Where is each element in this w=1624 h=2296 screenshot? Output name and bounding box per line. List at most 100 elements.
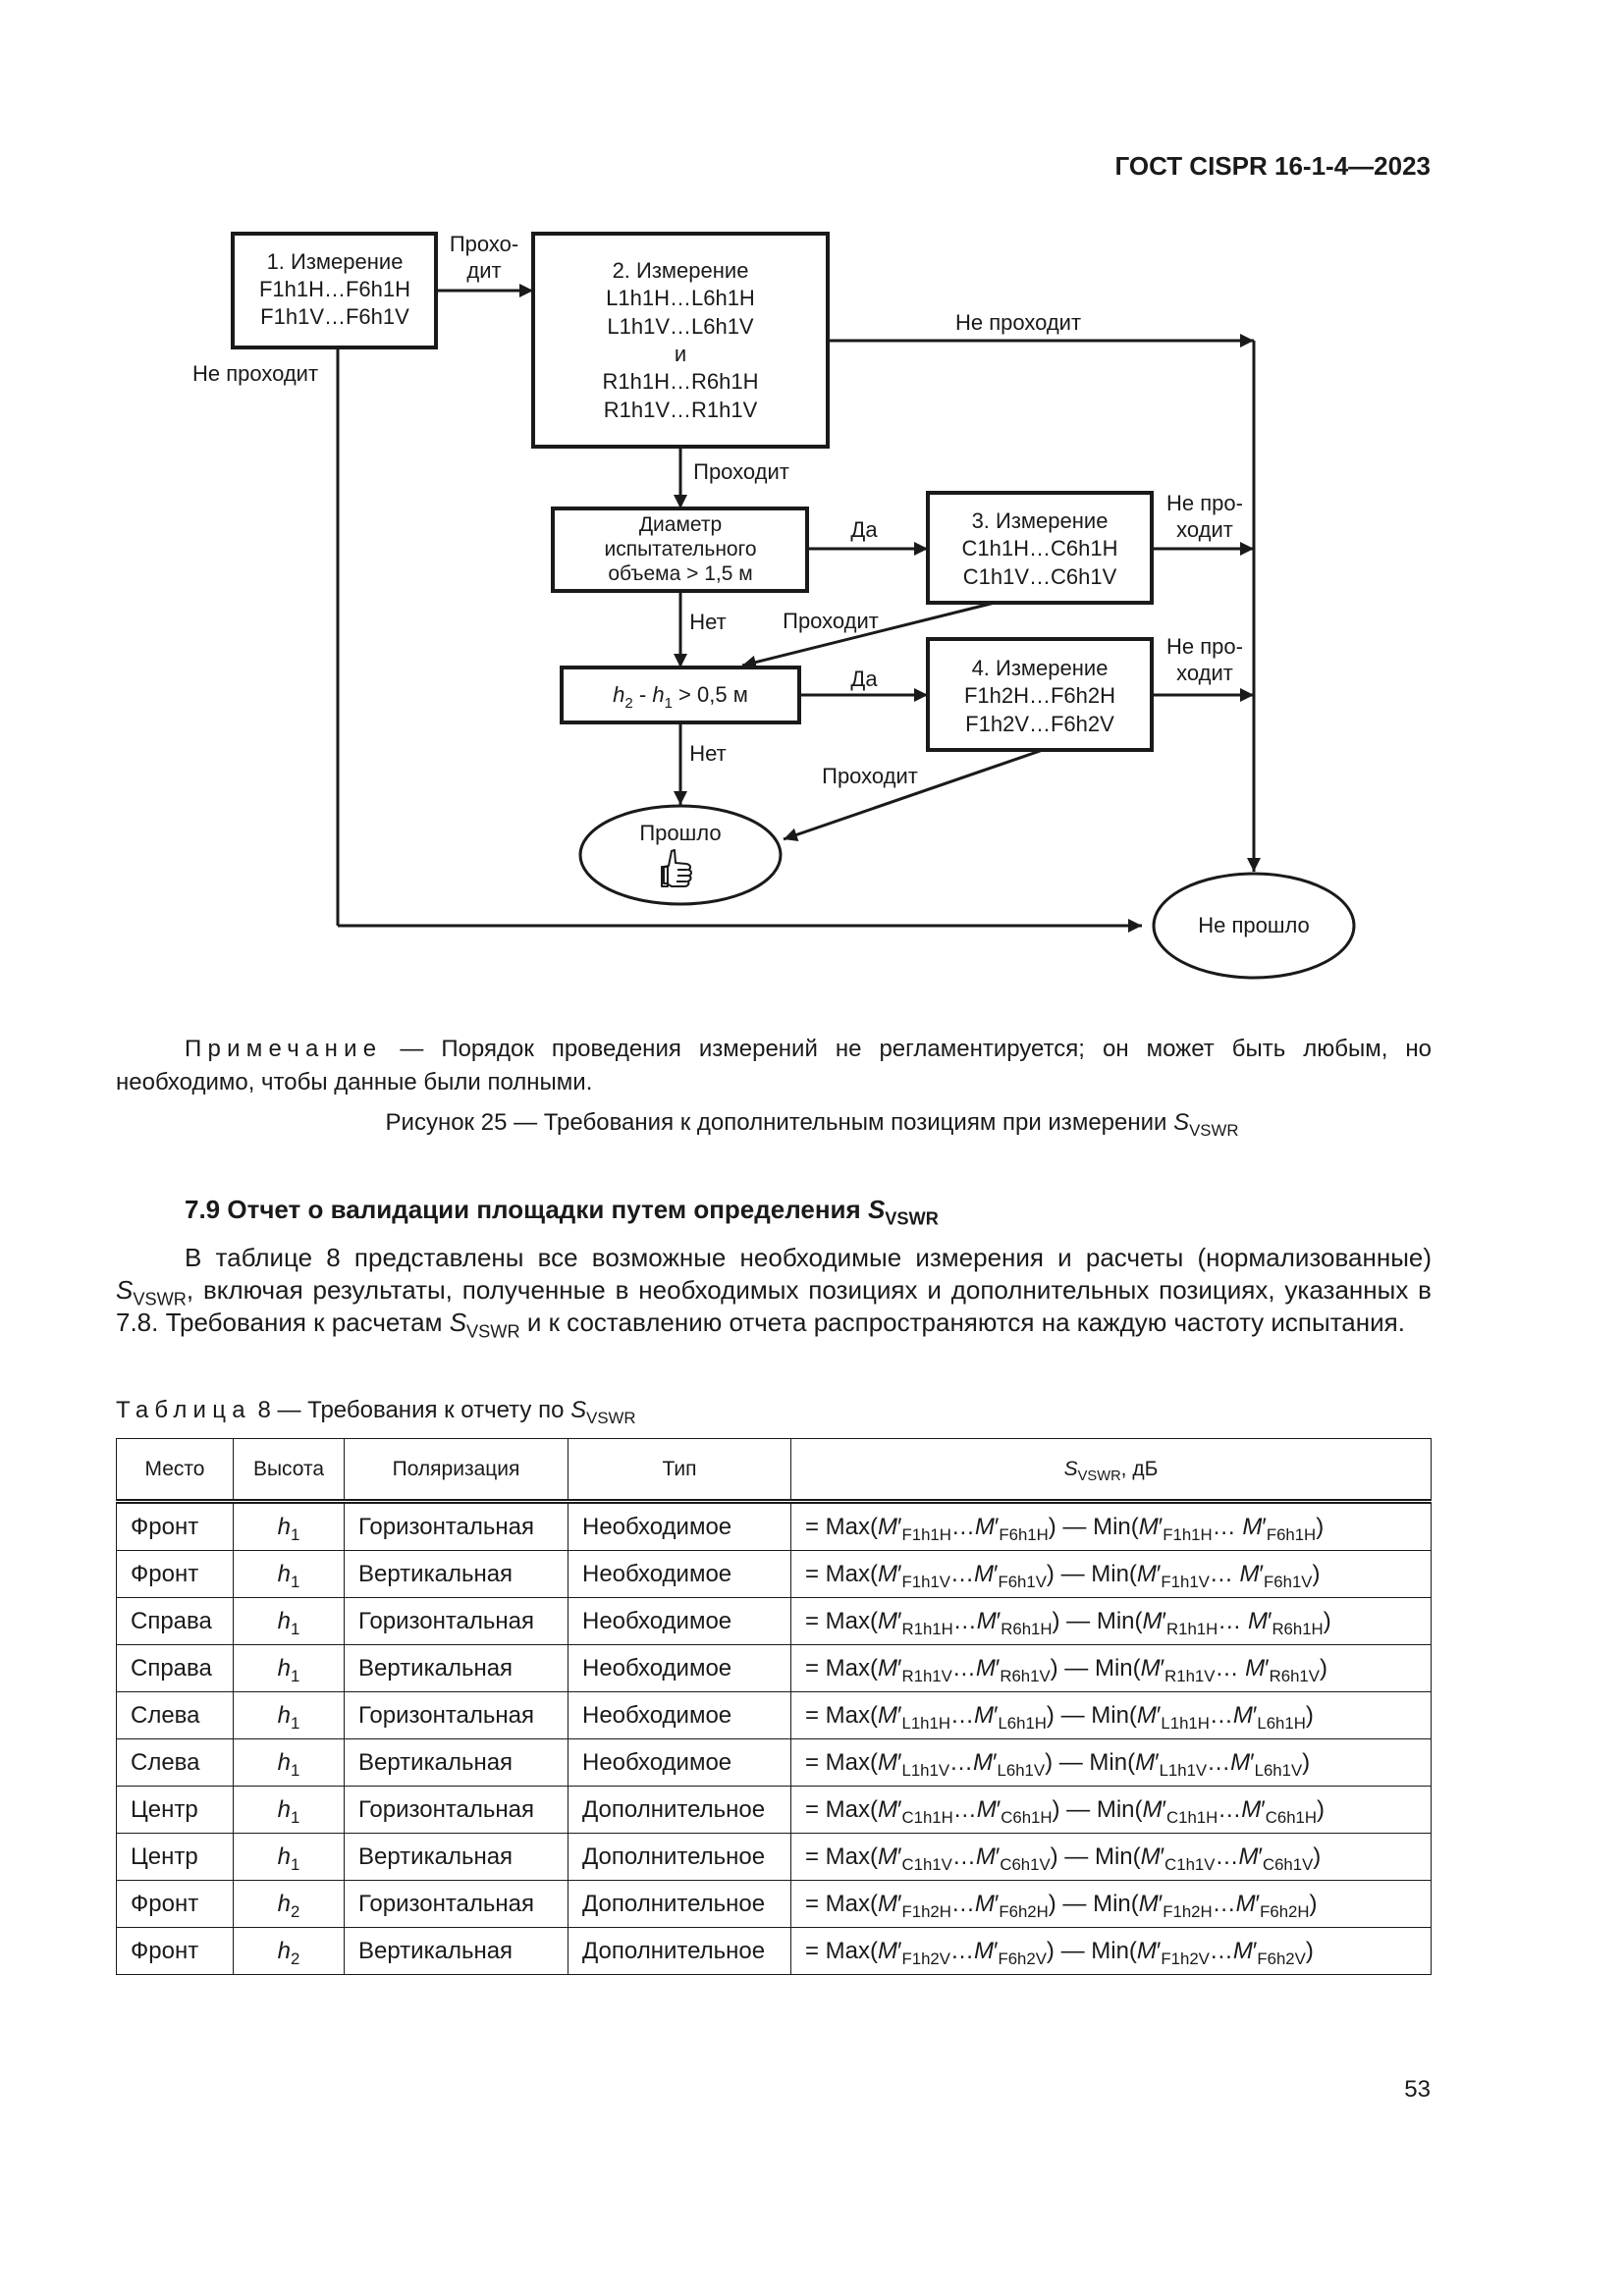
section-heading: 7.9 Отчет о валидации площадки путем опр… <box>185 1195 939 1229</box>
box2-line-5: R1h1H…R6h1H <box>603 369 759 394</box>
cell-type: Необходимое <box>568 1597 791 1645</box>
cell-polarization: Горизонтальная <box>344 1691 568 1739</box>
cell-formula: = Max(M′R1h1V…M′R6h1V) — Min(M′R1h1V… M′… <box>790 1644 1432 1692</box>
box3-line-2: C1h1H…C6h1H <box>962 536 1118 561</box>
flowchart-diagram: 1. Измерение F1h1H…F6h1H F1h1V…F6h1V 2. … <box>192 232 1356 980</box>
cell-type: Необходимое <box>568 1499 791 1551</box>
cell-place: Центр <box>116 1833 234 1881</box>
cell-height: h1 <box>233 1833 345 1881</box>
box4-line-3: F1h2V…F6h2V <box>965 712 1114 736</box>
cell-polarization: Вертикальная <box>344 1550 568 1598</box>
cell-type: Необходимое <box>568 1738 791 1787</box>
cell-polarization: Вертикальная <box>344 1644 568 1692</box>
cell-formula: = Max(M′C1h1H…M′C6h1H) — Min(M′C1h1H…M′C… <box>790 1786 1432 1834</box>
label-no-2: Нет <box>689 741 726 766</box>
label-fail-2: Не проходит <box>955 310 1081 335</box>
cell-height: h2 <box>233 1927 345 1975</box>
cell-polarization: Вертикальная <box>344 1927 568 1975</box>
cell-height: h1 <box>233 1644 345 1692</box>
cell-place: Справа <box>116 1597 234 1645</box>
cell-formula: = Max(M′F1h2H…M′F6h2H) — Min(M′F1h2H…M′F… <box>790 1880 1432 1928</box>
label-yes-2: Да <box>850 667 878 691</box>
label-pass-2: Проходит <box>693 459 789 484</box>
label-yes-1: Да <box>850 517 878 542</box>
cell-place: Фронт <box>116 1927 234 1975</box>
cell-type: Дополнительное <box>568 1927 791 1975</box>
diameter-line-3: объема > 1,5 м <box>608 562 752 585</box>
box1-line-2: F1h1H…F6h1H <box>259 277 410 301</box>
cell-polarization: Горизонтальная <box>344 1499 568 1551</box>
label-pass-1a: Прохо- <box>450 232 518 256</box>
header-type: Тип <box>568 1438 791 1502</box>
cell-height: h1 <box>233 1597 345 1645</box>
cell-height: h1 <box>233 1691 345 1739</box>
svswr-report-table: Место Высота Поляризация Тип SVSWR, дБ Ф… <box>116 1438 1432 1975</box>
box1-line-3: F1h1V…F6h1V <box>260 304 409 329</box>
cell-polarization: Вертикальная <box>344 1738 568 1787</box>
document-header: ГОСТ CISPR 16-1-4—2023 <box>1114 151 1431 181</box>
cell-polarization: Горизонтальная <box>344 1880 568 1928</box>
cell-height: h1 <box>233 1738 345 1787</box>
label-fail-4b: ходит <box>1176 661 1233 685</box>
cell-formula: = Max(M′C1h1V…M′C6h1V) — Min(M′C1h1V…M′C… <box>790 1833 1432 1881</box>
box2-line-2: L1h1H…L6h1H <box>606 286 755 310</box>
cell-type: Дополнительное <box>568 1880 791 1928</box>
cell-formula: = Max(M′F1h2V…M′F6h2V) — Min(M′F1h2V…M′F… <box>790 1927 1432 1975</box>
cell-formula: = Max(M′R1h1H…M′R6h1H) — Min(M′R1h1H… M′… <box>790 1597 1432 1645</box>
box2-line-4: и <box>675 342 686 366</box>
failed-terminal <box>1152 872 1356 980</box>
diameter-line-2: испытательного <box>604 538 756 561</box>
cell-place: Фронт <box>116 1499 234 1551</box>
cell-formula: = Max(M′L1h1H…M′L6h1H) — Min(M′L1h1H…M′L… <box>790 1691 1432 1739</box>
diameter-line-1: Диаметр <box>639 513 722 536</box>
cell-polarization: Горизонтальная <box>344 1597 568 1645</box>
label-pass-4: Проходит <box>822 764 918 788</box>
arrow-4-pass <box>783 748 1044 842</box>
label-fail-3b: ходит <box>1176 517 1233 542</box>
failed-label: Не прошло <box>1198 913 1310 937</box>
header-height: Высота <box>233 1438 345 1502</box>
arrow-3-pass <box>741 601 996 669</box>
cell-formula: = Max(M′L1h1V…M′L6h1V) — Min(M′L1h1V…M′L… <box>790 1738 1432 1787</box>
figure-note: Примечание — Порядок проведения измерени… <box>116 1033 1432 1099</box>
label-no-1: Нет <box>689 610 726 634</box>
box2-line-6: R1h1V…R1h1V <box>604 398 758 422</box>
cell-height: h1 <box>233 1786 345 1834</box>
cell-formula: = Max(M′F1h1V…M′F6h1V) — Min(M′F1h1V… M′… <box>790 1550 1432 1598</box>
cell-place: Слева <box>116 1738 234 1787</box>
body-paragraph: В таблице 8 представлены все возможные н… <box>116 1243 1432 1342</box>
thumbs-up-icon <box>661 849 692 887</box>
box3-line-1: 3. Измерение <box>972 508 1109 533</box>
cell-place: Справа <box>116 1644 234 1692</box>
cell-place: Слева <box>116 1691 234 1739</box>
header-svswr: SVSWR, дБ <box>790 1438 1432 1502</box>
cell-height: h1 <box>233 1550 345 1598</box>
label-pass-1b: дит <box>466 258 501 283</box>
box4-line-2: F1h2H…F6h2H <box>964 683 1115 708</box>
cell-place: Фронт <box>116 1550 234 1598</box>
cell-type: Дополнительное <box>568 1786 791 1834</box>
box2-line-3: L1h1V…L6h1V <box>607 314 754 339</box>
box4-line-1: 4. Измерение <box>972 656 1109 680</box>
cell-type: Необходимое <box>568 1691 791 1739</box>
cell-place: Центр <box>116 1786 234 1834</box>
label-fail-3a: Не про- <box>1166 491 1243 515</box>
table-caption: Таблица 8 — Требования к отчету по SVSWR <box>116 1397 636 1427</box>
cell-polarization: Горизонтальная <box>344 1786 568 1834</box>
header-polarization: Поляризация <box>344 1438 568 1502</box>
page-number: 53 <box>1404 2076 1431 2103</box>
cell-polarization: Вертикальная <box>344 1833 568 1881</box>
note-text: — Порядок проведения измерений не реглам… <box>116 1036 1432 1095</box>
box2-line-1: 2. Измерение <box>613 258 749 283</box>
cell-height: h1 <box>233 1499 345 1551</box>
cell-formula: = Max(M′F1h1H…M′F6h1H) — Min(M′F1h1H… M′… <box>790 1499 1432 1551</box>
table-header-row: Место Высота Поляризация Тип SVSWR, дБ <box>116 1438 1432 1502</box>
cell-place: Фронт <box>116 1880 234 1928</box>
